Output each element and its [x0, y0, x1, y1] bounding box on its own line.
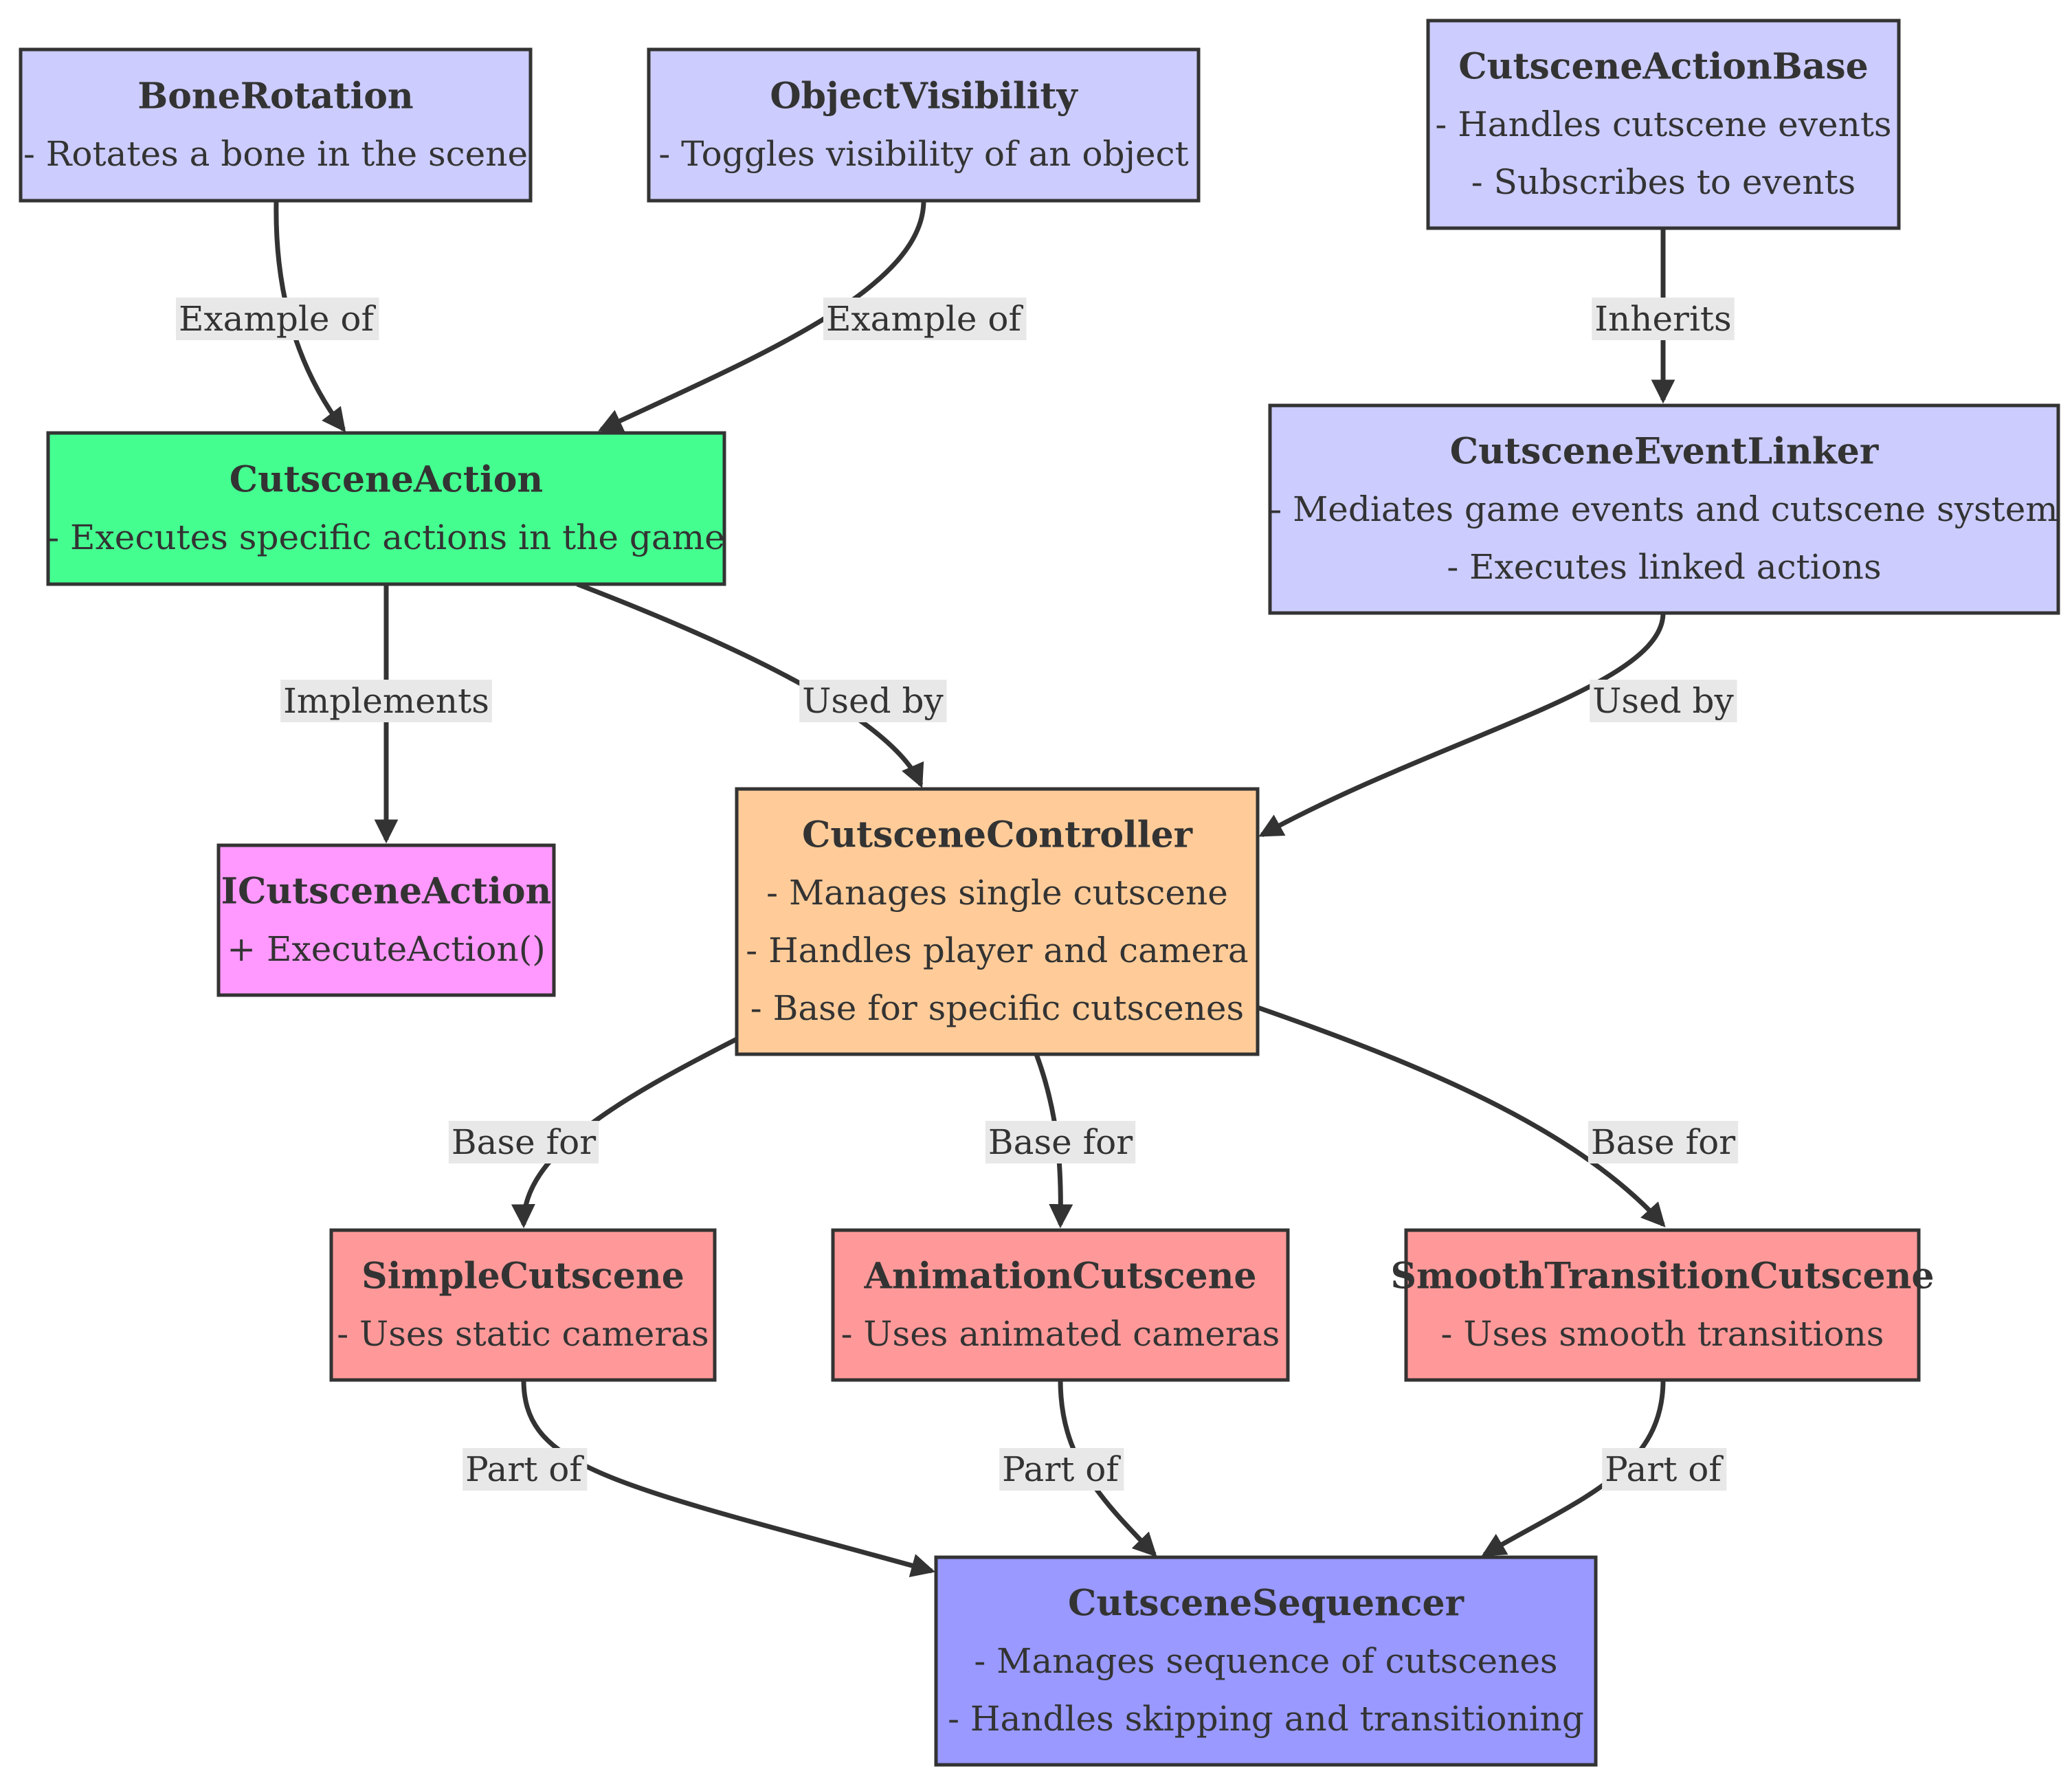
node-title: CutsceneController — [802, 814, 1193, 856]
edge-label: Base for — [452, 1122, 596, 1162]
node-box — [1268, 403, 2060, 615]
edge-bone-to-action: Example of — [175, 200, 379, 433]
edge-label: Example of — [826, 299, 1024, 339]
edge-arrow — [1258, 612, 1666, 838]
edge-label-background — [1588, 1121, 1739, 1163]
edge-base-to-linker: Inherits — [1592, 228, 1735, 404]
edge-label: Part of — [1605, 1449, 1724, 1489]
node-title: CutsceneAction — [230, 459, 543, 501]
node-cutscene-sequencer: CutsceneSequencer - Manages sequence of c… — [934, 1555, 1598, 1767]
edge-visibility-to-action: Example of — [598, 200, 1027, 432]
edge-label-background — [823, 298, 1027, 340]
node-title: CutsceneEventLinker — [1450, 431, 1879, 473]
edge-label-background — [463, 1448, 588, 1491]
edge-label-background — [985, 1121, 1136, 1163]
edge-label-background — [799, 680, 947, 722]
node-description-line: - Manages single cutscene — [766, 873, 1228, 913]
node-description-line: - Base for specific cutscenes — [750, 988, 1244, 1028]
edge-controller-to-animation: Base for — [985, 1053, 1136, 1229]
node-icutscene-action: ICutsceneAction + ExecuteAction() — [216, 843, 556, 997]
node-description-line: - Uses animated cameras — [841, 1314, 1280, 1354]
edge-label: Part of — [465, 1449, 584, 1489]
node-title: CutsceneActionBase — [1458, 46, 1868, 88]
edge-label-background — [1602, 1448, 1727, 1491]
node-box — [46, 431, 726, 586]
edge-label: Part of — [1002, 1449, 1121, 1489]
node-description-line: - Handles cutscene events — [1435, 104, 1891, 144]
edge-label: Inherits — [1594, 299, 1731, 339]
edge-controller-to-smooth: Base for — [1256, 1005, 1739, 1227]
node-box — [329, 1228, 717, 1382]
node-description-line: - Mediates game events and cutscene syst… — [1270, 489, 2058, 529]
edge-label: Base for — [988, 1122, 1133, 1162]
node-box — [216, 843, 556, 997]
node-title: CutsceneSequencer — [1068, 1583, 1464, 1625]
edge-label-background — [1590, 680, 1737, 722]
edge-arrow — [598, 200, 926, 432]
edge-arrow — [1256, 1005, 1666, 1227]
node-title: ICutsceneAction — [221, 871, 552, 913]
node-box — [934, 1555, 1598, 1767]
node-object-visibility: ObjectVisibility - Toggles visibility of … — [647, 47, 1201, 203]
edge-label-background — [448, 1121, 599, 1163]
node-description-line: - Executes linked actions — [1447, 547, 1881, 587]
edge-animation-to-sequencer: Part of — [999, 1379, 1157, 1557]
edge-action-to-interface: Implements — [280, 584, 492, 844]
edge-label: Used by — [1592, 681, 1734, 721]
node-description-line: - Handles skipping and transitioning — [948, 1699, 1584, 1739]
node-description-line: - Manages sequence of cutscenes — [974, 1641, 1557, 1681]
node-title: AnimationCutscene — [863, 1256, 1256, 1297]
node-box — [19, 47, 533, 203]
node-description-line: - Executes specific actions in the game — [47, 517, 724, 557]
node-simple-cutscene: SimpleCutscene - Uses static cameras — [329, 1228, 717, 1382]
edge-label: Example of — [179, 299, 377, 339]
edge-controller-to-simple: Base for — [448, 1036, 738, 1229]
node-smooth-transition-cutscene: SmoothTransitionCutscene - Uses smooth tr… — [1391, 1228, 1935, 1382]
node-title: SimpleCutscene — [361, 1256, 684, 1297]
edge-label: Base for — [1591, 1122, 1735, 1162]
edge-linker-to-controller: Used by — [1258, 612, 1737, 838]
node-cutscene-action: CutsceneAction - Executes specific action… — [46, 431, 726, 586]
node-title: SmoothTransitionCutscene — [1391, 1256, 1935, 1297]
edge-label-background — [999, 1448, 1124, 1491]
node-description-line: - Toggles visibility of an object — [658, 134, 1188, 174]
node-title: BoneRotation — [137, 76, 413, 118]
node-description-line: + ExecuteAction() — [227, 929, 545, 969]
node-description-line: - Subscribes to events — [1471, 162, 1856, 202]
edge-label-background — [175, 298, 379, 340]
edge-arrow — [521, 1379, 936, 1577]
node-title: ObjectVisibility — [770, 76, 1078, 118]
node-cutscene-event-linker: CutsceneEventLinker - Mediates game event… — [1268, 403, 2060, 615]
edge-action-to-controller: Used by — [576, 581, 947, 788]
node-cutscene-controller: CutsceneController - Manages single cutsc… — [735, 787, 1260, 1056]
node-bone-rotation: BoneRotation - Rotates a bone in the scen… — [19, 47, 533, 203]
node-box — [1404, 1228, 1921, 1382]
edge-smooth-to-sequencer: Part of — [1481, 1379, 1727, 1557]
node-description-line: - Rotates a bone in the scene — [23, 134, 528, 174]
edge-label: Used by — [802, 681, 944, 721]
edge-label: Implements — [283, 681, 489, 721]
node-cutscene-action-base: CutsceneActionBase - Handles cutscene eve… — [1426, 19, 1901, 230]
node-box — [647, 47, 1201, 203]
node-box — [831, 1228, 1290, 1382]
node-box — [1426, 19, 1901, 230]
node-animation-cutscene: AnimationCutscene - Uses animated cameras — [831, 1228, 1290, 1382]
node-box — [735, 787, 1260, 1056]
node-description-line: - Handles player and camera — [746, 931, 1248, 970]
node-description-line: - Uses smooth transitions — [1441, 1314, 1884, 1354]
edge-label-background — [1592, 298, 1735, 340]
edge-label-background — [280, 680, 492, 722]
node-description-line: - Uses static cameras — [337, 1314, 709, 1354]
edge-simple-to-sequencer: Part of — [463, 1379, 936, 1577]
